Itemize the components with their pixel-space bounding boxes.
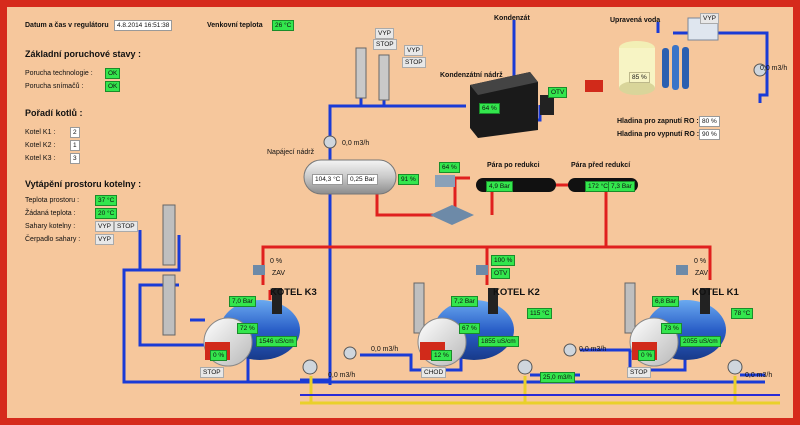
condensate-tank-body [470,72,538,138]
k2-temp: 115 °C [527,308,553,319]
k3-valve-state: ZAV [272,270,286,277]
steam-after-value: 4,9 Bar [486,181,513,192]
fault-tech-value: OK [105,68,121,79]
ro-off-label: Hladina pro vypnutí RO : [617,131,700,138]
k3-valve [253,265,265,275]
ro-filters [662,17,719,90]
condensate-label: Kondenzát [494,15,530,22]
order-title: Pořadí kotlů : [25,108,83,118]
k3-burner-state[interactable]: STOP [200,367,224,378]
fault-sensor-value: OK [105,81,121,92]
k3-conductivity: 1546 uS/cm [256,336,297,347]
k2-level: 67 % [459,323,480,334]
k2-flow: 0,0 m3/h [371,346,399,353]
dryer-pump-button[interactable]: VYP [95,234,115,245]
pump1-stop-button[interactable]: STOP [373,39,397,50]
heating-title: Vytápění prostoru kotelny : [25,179,142,189]
dryer-label: Sahary kotelny : [25,223,76,230]
k3-burner: 0 % [210,350,228,361]
fault-tech-label: Porucha technologie : [25,70,93,77]
k2-conductivity: 1855 uS/cm [478,336,519,347]
room-temp-label: Teplota prostoru : [25,197,80,204]
k1-flow: 0,0 m3/h [579,346,607,353]
steam-before-pressure: 7,3 Bar [608,181,635,192]
faults-title: Základní poruchové stavy : [25,49,142,59]
order-k3-value[interactable]: 3 [70,153,80,164]
feed-tank-level: 91 % [398,174,419,185]
k3-valve-pct: 0 % [270,258,283,265]
k1-conductivity: 2055 uS/cm [680,336,721,347]
k3-title: KOTEL K3 [270,287,317,298]
left-pumps [162,204,636,336]
outdoor-temp-value: 26 °C [272,20,295,31]
outdoor-temp-label: Venkovní teplota [207,22,263,29]
ro-off-value[interactable]: 90 % [699,129,720,140]
datetime-label: Datum a čas v regulátoru [25,22,109,29]
condensate-valve-state: OTV [548,87,568,98]
feed-tank-temp: 104,3 °C [312,174,344,185]
k1-burner-state[interactable]: STOP [627,367,651,378]
k1-valve-state: ZAV [695,270,709,277]
k3-level: 72 % [237,323,258,334]
feed-tank-label: Napájecí nádrž [267,149,315,156]
k1-burner: 0 % [638,350,656,361]
ro-on-label: Hladina pro zapnutí RO : [617,118,699,125]
k2-burner: 12 % [431,350,452,361]
treated-water-tank-body [619,41,655,95]
k3-pressure: 7,0 Bar [229,296,256,307]
order-k2-label: Kotel K2 : [25,142,56,149]
k1-valve [676,265,688,275]
k2-valve [476,265,488,275]
dryer-stop-button[interactable]: STOP [114,221,138,232]
dryer-pump-label: Čerpadlo sahary : [25,236,81,243]
order-k1-label: Kotel K1 : [25,129,56,136]
k2-title: KOTEL K2 [493,287,540,298]
k1-flow2: 0,0 m3/h [745,372,773,379]
order-k1-value[interactable]: 2 [70,127,80,138]
order-k3-label: Kotel K3 : [25,155,56,162]
k2-valve-state: OTV [491,268,511,279]
pump1-vyp-button[interactable]: VYP [375,28,395,39]
dryer-vyp-button[interactable]: VYP [95,221,115,232]
reduction-valve [430,175,474,225]
set-temp-value[interactable]: 20 °C [95,208,118,219]
set-temp-label: Žádaná teplota : [25,210,76,217]
condensate-tank-level: 64 % [479,103,500,114]
pump2-stop-button[interactable]: STOP [402,57,426,68]
feed-pumps [355,47,603,115]
k2-flow2: 25,0 m3/h [540,372,575,383]
feed-tank-pressure: 0,25 Bar [347,174,378,185]
reduction-valve-pct: 64 % [439,162,460,173]
k1-level: 73 % [661,323,682,334]
steam-after-label: Pára po redukci [487,162,540,169]
room-temp-value: 37 °C [95,195,118,206]
treated-water-label: Upravená voda [610,17,661,24]
k1-pressure: 6,8 Bar [652,296,679,307]
k1-valve-pct: 0 % [694,258,707,265]
order-k2-value[interactable]: 1 [70,140,80,151]
feed-flow-value: 0,0 m3/h [342,140,370,147]
pump2-vyp-button[interactable]: VYP [404,45,424,56]
treated-tank-level: 85 % [629,72,650,83]
k2-valve-pct: 100 % [491,255,516,266]
k2-burner-state[interactable]: CHOD [421,367,447,378]
ro-flow-value: 0,0 m3/h [760,65,788,72]
k3-flow: 0,0 m3/h [328,372,356,379]
datetime-value: 4.8.2014 16:51:38 [114,20,173,31]
steam-before-label: Pára před redukcí [571,162,631,169]
ro-on-value[interactable]: 80 % [699,116,720,127]
flow-meters [302,63,767,375]
condensate-tank-label: Kondenzátní nádrž [440,72,503,79]
k1-temp: 78 °C [731,308,754,319]
k2-pressure: 7,2 Bar [451,296,478,307]
k1-title: KOTEL K1 [692,287,739,298]
fault-sensor-label: Porucha snímačů : [25,83,84,90]
ro-vyp-button[interactable]: VYP [700,13,720,24]
gas-line [300,376,780,405]
